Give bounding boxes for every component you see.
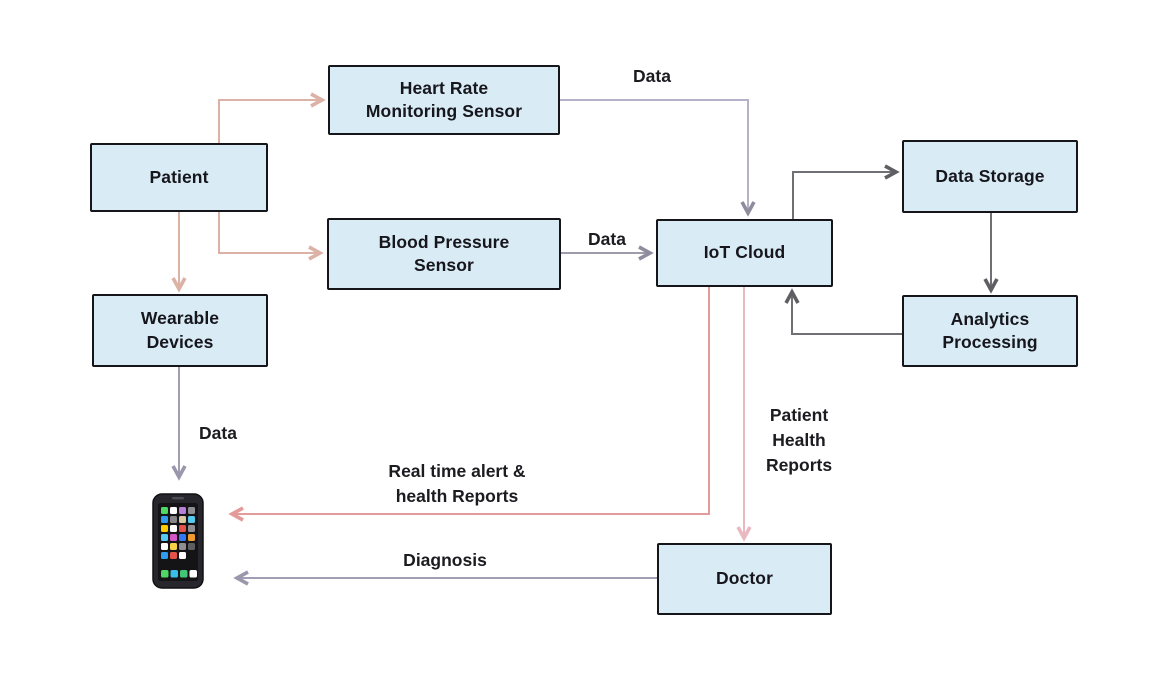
node-data-storage: Data Storage [902, 140, 1078, 213]
node-data-storage-label: Data Storage [935, 165, 1045, 186]
node-wearable-label-line1: Wearable [140, 308, 220, 329]
edge-label-phr-line1: Patient [769, 405, 829, 425]
node-iot-cloud: IoT Cloud [656, 219, 833, 287]
node-heart-rate-label-line2: Monitoring Sensor [365, 101, 523, 121]
edge-heart-rate-to-cloud [560, 99, 756, 217]
node-blood-pressure-label-line1: Blood Pressure [378, 231, 510, 252]
edge-label-realtime-line2: health Reports [395, 485, 519, 506]
node-blood-pressure-label-line2: Sensor [414, 255, 474, 275]
edge-patient-to-blood-pressure [218, 212, 324, 261]
edge-label-data-bp: Data [588, 229, 626, 249]
edge-label-phr-line2: Health [772, 429, 826, 450]
edge-label-patient-health-reports: Patient Health Reports [766, 403, 832, 478]
node-blood-pressure-sensor: Blood Pressure Sensor [327, 218, 561, 290]
node-patient-label: Patient [149, 166, 209, 187]
edge-cloud-to-phone-alert [228, 287, 710, 522]
edge-label-realtime-alert: Real time alert & health Reports [388, 459, 525, 509]
node-analytics-processing: Analytics Processing [902, 295, 1078, 367]
node-heart-rate-sensor: Heart Rate Monitoring Sensor [328, 65, 560, 135]
edge-cloud-to-data-storage [792, 164, 900, 219]
smartphone-icon [148, 492, 208, 597]
edge-analytics-to-cloud [784, 288, 902, 335]
node-doctor: Doctor [657, 543, 832, 615]
edge-label-realtime-line1: Real time alert & [388, 461, 526, 481]
node-analytics-label-line2: Processing [942, 332, 1038, 352]
edge-label-data-heart: Data [633, 66, 671, 86]
node-wearable-label-line2: Devices [146, 331, 214, 352]
node-patient: Patient [90, 143, 268, 212]
edge-label-data-wearable: Data [199, 423, 237, 443]
node-wearable-devices: Wearable Devices [92, 294, 268, 367]
node-doctor-label: Doctor [716, 568, 773, 589]
edge-label-phr-line3: Reports [765, 454, 833, 475]
node-iot-cloud-label: IoT Cloud [703, 242, 786, 263]
node-analytics-label-line1: Analytics [950, 308, 1030, 329]
edge-patient-to-heart-rate [218, 92, 326, 143]
edge-label-diagnosis: Diagnosis [403, 550, 487, 570]
node-heart-rate-label-line1: Heart Rate [399, 77, 489, 98]
